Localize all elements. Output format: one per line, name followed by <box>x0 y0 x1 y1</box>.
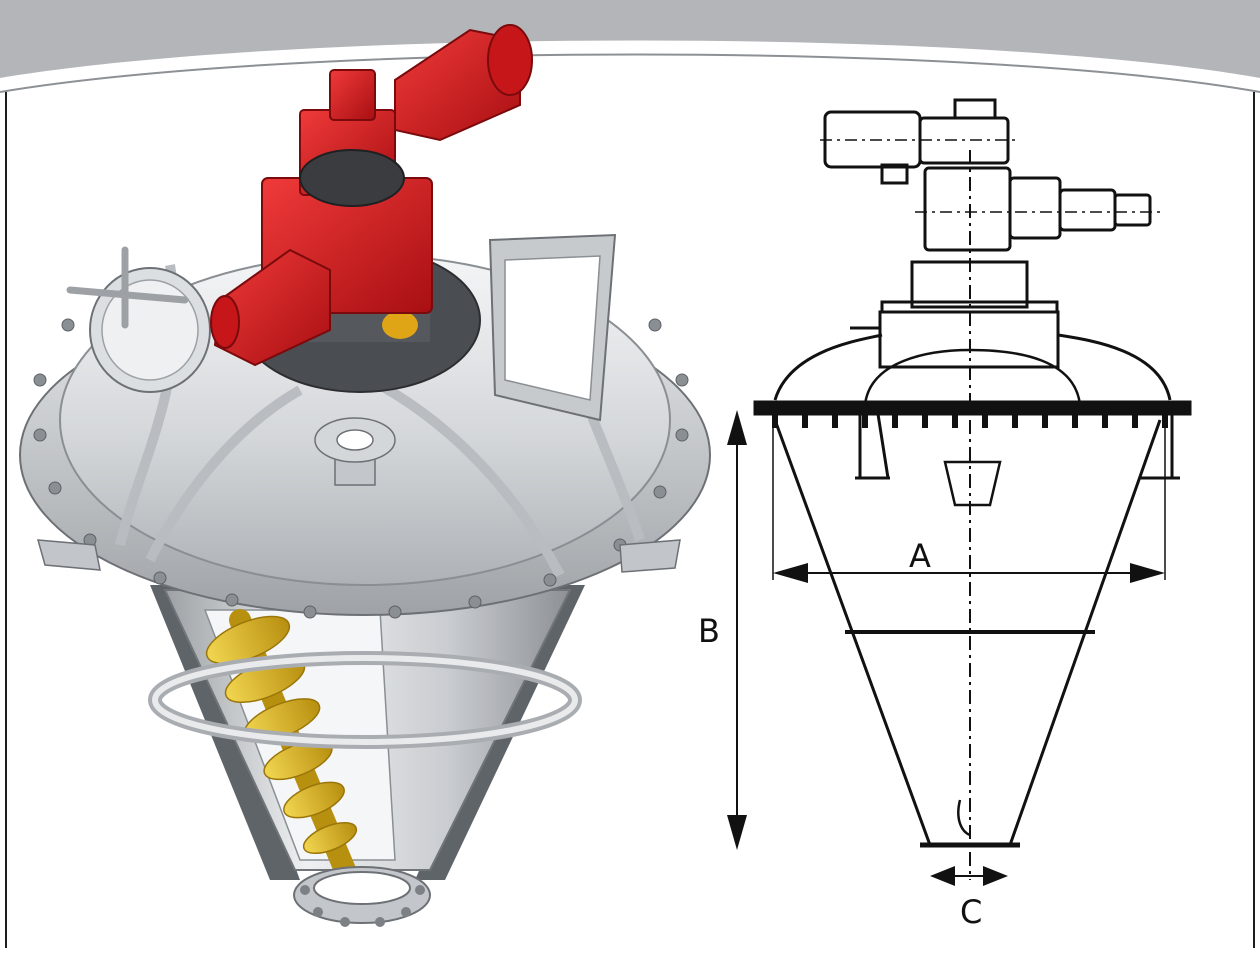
drawing-lid <box>773 333 1172 401</box>
top-nozzle <box>314 417 396 486</box>
upper-motor-cap <box>487 24 533 96</box>
side-motor-cap <box>210 295 240 349</box>
lug-left <box>36 539 101 571</box>
drawing-screw-top <box>943 460 1002 507</box>
dim-a-arrow-left <box>773 563 808 583</box>
drawing-inner-arc <box>863 348 1082 406</box>
drawing-bracket-right <box>1140 414 1180 480</box>
mixer-render <box>19 24 711 927</box>
top-frame <box>0 0 1260 93</box>
drawing-screw-bottom <box>957 799 971 837</box>
reinforcing-ring-highlight <box>152 655 578 745</box>
outlet-bolts <box>300 885 425 927</box>
dimension-label-c: C <box>960 893 983 931</box>
drawing-motor-foot <box>880 163 909 185</box>
drawing-gearbox <box>923 166 1012 252</box>
manhole-handle <box>66 246 189 329</box>
dimension-arrows <box>727 410 1165 886</box>
dim-c-arrow-right <box>983 866 1008 886</box>
inspection-window <box>488 233 617 422</box>
drawing-gear-top-cap <box>953 98 997 120</box>
gearbox-flange <box>299 149 405 207</box>
lug-right <box>619 539 681 573</box>
drawing-side-gear <box>1008 176 1062 240</box>
technical-drawing <box>736 98 1192 880</box>
dim-b-arrow-bottom <box>727 815 747 850</box>
sight-glass <box>382 311 418 339</box>
dimension-label-b: B <box>698 612 720 650</box>
drawing-flange-bolts <box>772 414 1168 428</box>
drawing-side-motor-end <box>1113 193 1152 227</box>
flange-bolts <box>33 318 689 619</box>
dim-b-arrow-top <box>727 410 747 445</box>
dim-c-arrow-left <box>930 866 955 886</box>
drawing-main-flange <box>753 400 1192 416</box>
drawing-bracket-left <box>855 413 890 480</box>
outlet-opening <box>313 871 411 905</box>
dim-a-arrow-right <box>1130 563 1165 583</box>
drawing-side-motor <box>1058 188 1117 232</box>
dimension-label-a: A <box>909 537 931 575</box>
